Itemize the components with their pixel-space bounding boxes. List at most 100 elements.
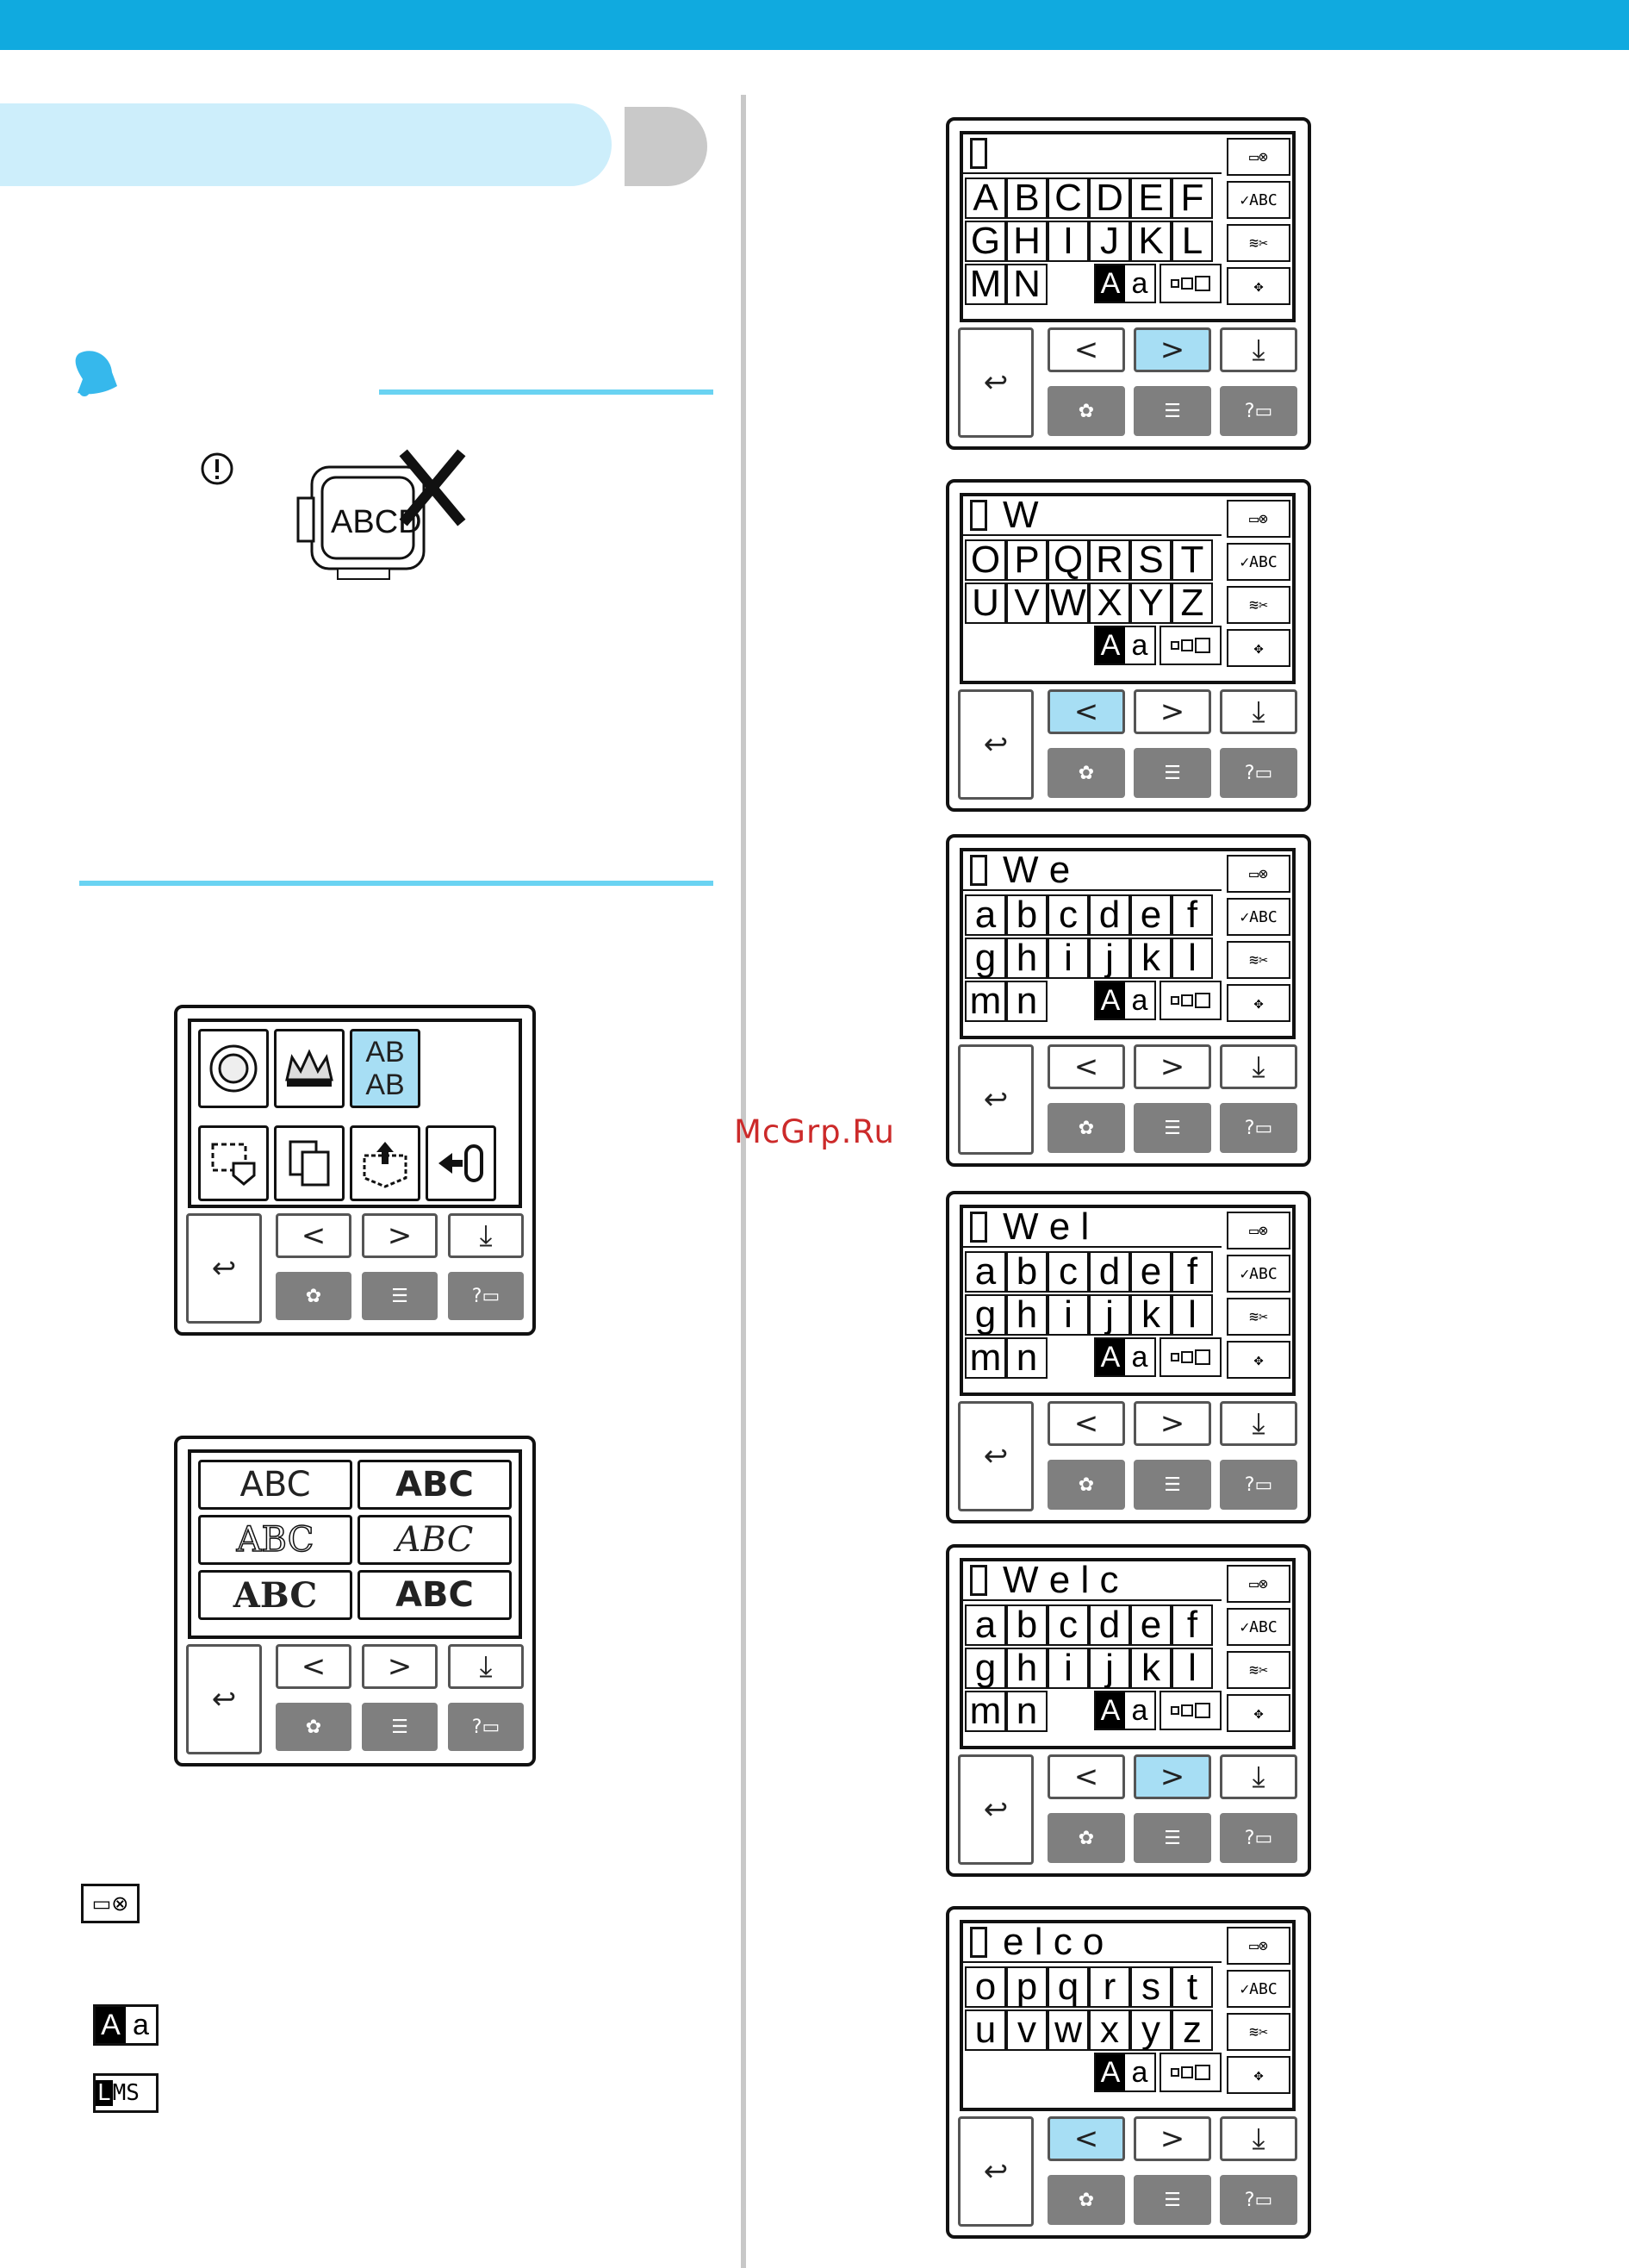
frame-shape-key[interactable]	[198, 1125, 269, 1201]
prev-page-key[interactable]: <	[1048, 1401, 1125, 1446]
character-key[interactable]: Q	[1048, 539, 1089, 581]
back-key[interactable]: ↩	[958, 327, 1034, 438]
character-key[interactable]: N	[1006, 264, 1048, 305]
character-key[interactable]: n	[1006, 981, 1048, 1022]
back-key[interactable]: ↩	[186, 1644, 262, 1754]
help-key[interactable]: ?▭	[1220, 748, 1297, 798]
thread-trim-key[interactable]: ≋✂	[1227, 2013, 1290, 2051]
character-key[interactable]: A	[965, 178, 1006, 219]
embroidery-key[interactable]: ✿	[276, 1272, 351, 1320]
character-key[interactable]: n	[1006, 1691, 1048, 1732]
pocket-import-key[interactable]	[350, 1125, 420, 1201]
pocket-key[interactable]: ⤓	[1220, 1044, 1297, 1089]
list-key[interactable]: ☰	[1134, 1460, 1211, 1510]
back-key[interactable]: ↩	[186, 1213, 262, 1324]
pocket-key[interactable]: ⤓	[1220, 1754, 1297, 1799]
character-key[interactable]: l	[1172, 1294, 1213, 1336]
character-key[interactable]: k	[1130, 1648, 1172, 1689]
embroidery-key[interactable]: ✿	[276, 1703, 351, 1751]
character-key[interactable]: r	[1089, 1966, 1130, 2008]
back-key[interactable]: ↩	[958, 2116, 1034, 2227]
check-key[interactable]: ✓ABC	[1227, 1970, 1290, 2008]
character-key[interactable]: I	[1048, 221, 1089, 262]
character-key[interactable]: C	[1048, 178, 1089, 219]
next-page-key[interactable]: >	[1134, 689, 1211, 734]
embroidery-key[interactable]: ✿	[1048, 2175, 1125, 2225]
character-key[interactable]: b	[1006, 894, 1048, 936]
help-key[interactable]: ?▭	[1220, 386, 1297, 436]
list-key[interactable]: ☰	[1134, 1813, 1211, 1863]
list-key[interactable]: ☰	[1134, 1103, 1211, 1153]
embroidery-pattern-key[interactable]	[198, 1029, 269, 1108]
next-page-key[interactable]: >	[1134, 1401, 1211, 1446]
help-key[interactable]: ?▭	[1220, 1813, 1297, 1863]
character-key[interactable]: Y	[1130, 583, 1172, 624]
character-key[interactable]: i	[1048, 1648, 1089, 1689]
character-key[interactable]: T	[1172, 539, 1213, 581]
next-page-key[interactable]: >	[362, 1213, 438, 1258]
character-key[interactable]: e	[1130, 1251, 1172, 1293]
prev-page-key[interactable]: <	[1048, 1044, 1125, 1089]
character-key[interactable]: W	[1048, 583, 1089, 624]
list-key[interactable]: ☰	[362, 1272, 438, 1320]
character-key[interactable]: R	[1089, 539, 1130, 581]
character-key[interactable]: M	[965, 264, 1006, 305]
character-key[interactable]: f	[1172, 1251, 1213, 1293]
size-key[interactable]	[1160, 1337, 1222, 1377]
character-key[interactable]: S	[1130, 539, 1172, 581]
character-key[interactable]: h	[1006, 1648, 1048, 1689]
back-key[interactable]: ↩	[958, 1754, 1034, 1865]
character-key[interactable]: q	[1048, 1966, 1089, 2008]
list-key[interactable]: ☰	[1134, 748, 1211, 798]
embroidery-key[interactable]: ✿	[1048, 1103, 1125, 1153]
size-key[interactable]	[1160, 264, 1222, 303]
character-key[interactable]: h	[1006, 1294, 1048, 1336]
layout-key[interactable]: ✥	[1227, 1341, 1290, 1379]
character-key[interactable]: a	[965, 1604, 1006, 1646]
character-key[interactable]: k	[1130, 938, 1172, 979]
thread-trim-key[interactable]: ≋✂	[1227, 941, 1290, 979]
delete-key[interactable]: ▭⊗	[1227, 1927, 1290, 1965]
check-key[interactable]: ✓ABC	[1227, 543, 1290, 581]
next-page-key[interactable]: >	[1134, 1044, 1211, 1089]
character-key[interactable]: y	[1130, 2009, 1172, 2051]
character-key[interactable]: a	[965, 894, 1006, 936]
character-key[interactable]: i	[1048, 938, 1089, 979]
pocket-key[interactable]: ⤓	[448, 1213, 524, 1258]
font-key-6[interactable]: ABC	[358, 1570, 512, 1620]
check-key[interactable]: ✓ABC	[1227, 1255, 1290, 1293]
character-key[interactable]: V	[1006, 583, 1048, 624]
character-key[interactable]: d	[1089, 1604, 1130, 1646]
font-key-5[interactable]: ABC	[198, 1570, 352, 1620]
delete-key[interactable]: ▭⊗	[1227, 1212, 1290, 1249]
embroidery-key[interactable]: ✿	[1048, 386, 1125, 436]
character-key[interactable]: w	[1048, 2009, 1089, 2051]
character-key[interactable]: h	[1006, 938, 1048, 979]
delete-key[interactable]: ▭⊗	[1227, 855, 1290, 893]
layout-key[interactable]: ✥	[1227, 1694, 1290, 1732]
character-key[interactable]: j	[1089, 938, 1130, 979]
layout-key[interactable]: ✥	[1227, 984, 1290, 1022]
check-key[interactable]: ✓ABC	[1227, 1608, 1290, 1646]
pocket-key[interactable]: ⤓	[1220, 689, 1297, 734]
character-pattern-key[interactable]: AB AB	[350, 1029, 420, 1108]
character-key[interactable]: U	[965, 583, 1006, 624]
character-key[interactable]: n	[1006, 1337, 1048, 1379]
back-key[interactable]: ↩	[958, 1044, 1034, 1155]
prev-page-key[interactable]: <	[1048, 327, 1125, 372]
prev-page-key[interactable]: <	[1048, 689, 1125, 734]
thread-trim-key[interactable]: ≋✂	[1227, 1298, 1290, 1336]
next-page-key[interactable]: >	[1134, 327, 1211, 372]
next-page-key[interactable]: >	[1134, 2116, 1211, 2161]
help-key[interactable]: ?▭	[448, 1272, 524, 1320]
character-key[interactable]: z	[1172, 2009, 1213, 2051]
delete-key[interactable]: ▭⊗	[1227, 500, 1290, 538]
embroidery-key[interactable]: ✿	[1048, 1460, 1125, 1510]
layout-key[interactable]: ✥	[1227, 267, 1290, 305]
size-key[interactable]	[1160, 626, 1222, 665]
character-key[interactable]: X	[1089, 583, 1130, 624]
